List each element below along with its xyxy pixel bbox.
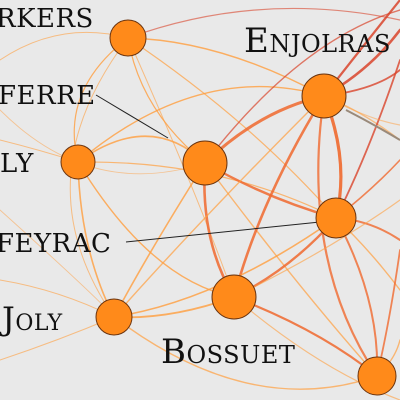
label-joly: Joly — [0, 300, 63, 338]
edge-gray — [345, 109, 400, 141]
node-workers[interactable] — [109, 19, 147, 57]
edge-3 — [127, 37, 337, 219]
edge-4 — [69, 37, 129, 318]
edge-7 — [77, 85, 325, 163]
edge-44 — [204, 9, 400, 164]
label-enjolras: Enjolras — [244, 21, 391, 61]
edge-0 — [127, 37, 325, 97]
label-joly-top: LY — [0, 149, 34, 179]
node-joly[interactable] — [95, 298, 133, 336]
edge-45 — [127, 7, 400, 39]
node-bottom-right[interactable] — [357, 356, 397, 396]
label-layer: RKERS Enjolras FERRE LY FEYRAC Joly Boss… — [0, 4, 391, 372]
node-layer — [60, 19, 397, 396]
edge-15 — [204, 162, 378, 377]
label-bossuet: Bossuet — [161, 332, 295, 372]
edge-42 — [233, 199, 400, 298]
node-joly-top[interactable] — [60, 144, 96, 180]
label-feuilly-ferre: FERRE — [0, 81, 96, 111]
edge-31 — [0, 109, 206, 175]
edge-5 — [127, 37, 235, 298]
node-bossuet[interactable] — [211, 274, 257, 320]
node-enjolras[interactable] — [301, 73, 347, 119]
leader-line-courfeyrac — [125, 221, 321, 243]
leader-line-ferre — [95, 94, 169, 139]
label-workers: RKERS — [0, 4, 94, 34]
edge-14 — [113, 162, 206, 318]
node-courfeyrac[interactable] — [315, 197, 357, 239]
label-courfeyrac: FEYRAC — [0, 229, 111, 259]
edge-25 — [113, 316, 378, 390]
node-feuilly-ferre[interactable] — [182, 140, 228, 186]
edge-17 — [232, 94, 326, 299]
edge-18 — [113, 95, 325, 318]
